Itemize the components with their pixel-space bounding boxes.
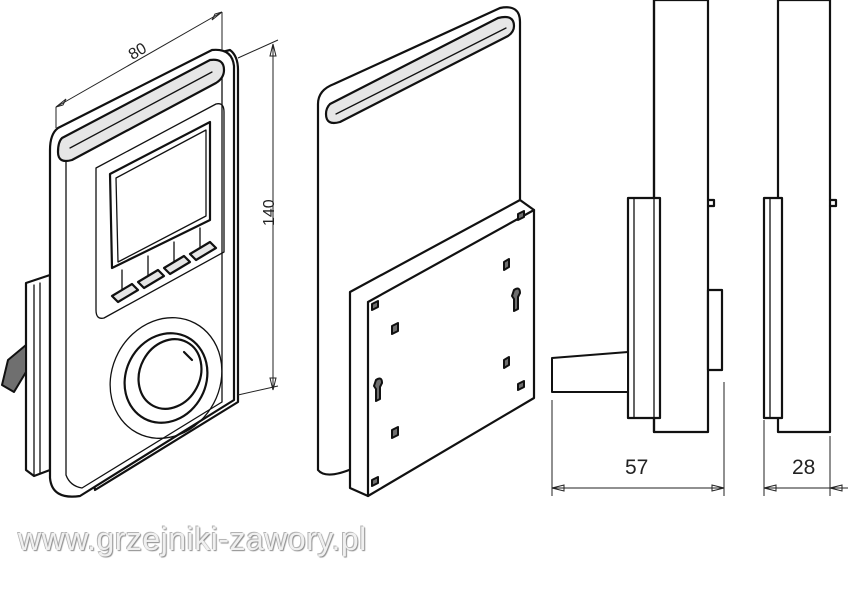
side-view: 28: [762, 0, 848, 496]
keyhole-upper: [511, 287, 521, 312]
mounting-plate: [348, 198, 536, 498]
mount-tab: [1, 344, 27, 393]
display-screen: [108, 120, 212, 270]
mounting-holes: [371, 210, 525, 487]
rear-top-slot: [324, 15, 516, 125]
rear-body: [316, 6, 522, 476]
dim-width-label: 80: [126, 40, 150, 64]
control-knob[interactable]: [89, 298, 243, 458]
button-1[interactable]: [110, 282, 140, 304]
side-wall-back: [706, 288, 724, 372]
side-body: [652, 0, 710, 434]
side2-body: [776, 0, 832, 434]
keyhole-lower: [373, 377, 383, 402]
display-bezel: [95, 103, 225, 319]
rear-iso-view: [316, 6, 536, 498]
side-mount-tab: [551, 351, 629, 393]
front-iso-view: 80 140: [1, 11, 279, 498]
dim-depth-bracket-label: 57: [625, 456, 648, 479]
button-4[interactable]: [188, 240, 218, 262]
button-3[interactable]: [162, 254, 192, 276]
dim-height-label: 140: [261, 199, 278, 226]
side-plate: [626, 196, 662, 420]
wall-bracket: [24, 273, 52, 478]
side2-plate: [762, 196, 784, 420]
side-view-with-bracket: 57: [551, 0, 725, 496]
watermark: www.grzejniki-zawory.pl: [18, 521, 367, 557]
button-row: [110, 227, 218, 304]
dim-depth-label: 28: [792, 456, 815, 479]
button-2[interactable]: [136, 268, 166, 290]
